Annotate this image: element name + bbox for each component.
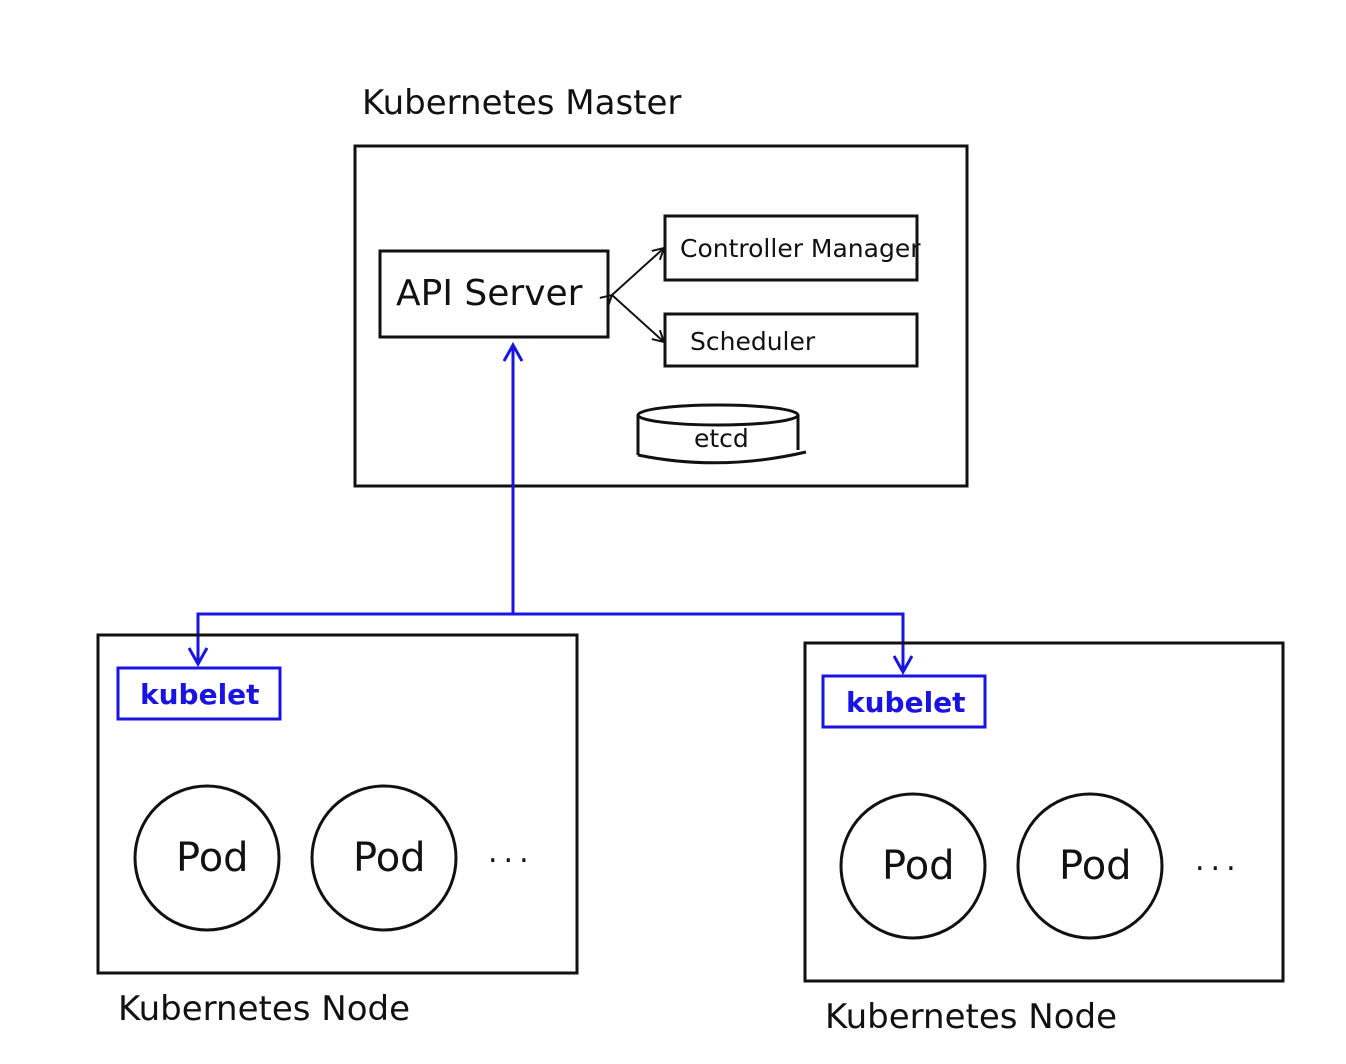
node-1-title: Kubernetes Node (118, 989, 411, 1029)
kubelet-connections (198, 345, 903, 672)
node-1-pod-2-label: Pod (353, 835, 426, 881)
node-2-more-pods: ... (1195, 843, 1242, 878)
node-2-title: Kubernetes Node (825, 997, 1118, 1037)
arrow-api-to-controller (612, 248, 664, 295)
node-1-more-pods: ... (488, 835, 535, 870)
node-1-box (96, 633, 579, 975)
node-2-pod-1-circle (839, 792, 987, 940)
node-2-pod-2-label: Pod (1059, 843, 1132, 889)
api-server-label: API Server (396, 273, 583, 314)
arrow-api-to-scheduler (611, 294, 664, 342)
scheduler-label: Scheduler (690, 327, 816, 356)
node-1-kubelet-box (116, 666, 282, 721)
node-2-kubelet-box (821, 674, 987, 729)
master-title: Kubernetes Master (362, 83, 682, 123)
node-2-pod-2-circle (1016, 792, 1164, 940)
controller-manager-label: Controller Manager (680, 234, 921, 263)
node-1-pod-1-circle (133, 784, 281, 932)
node-1-pod-2-circle (310, 784, 458, 932)
etcd-cylinder (636, 403, 807, 465)
node-2-pod-1-label: Pod (882, 843, 955, 889)
etcd-label: etcd (694, 424, 749, 453)
node-1-pod-1-label: Pod (176, 835, 249, 881)
node-2-kubelet-label: kubelet (846, 686, 966, 719)
master-box (353, 144, 969, 488)
node-1-kubelet-label: kubelet (140, 678, 260, 711)
node-2-box (803, 641, 1285, 983)
